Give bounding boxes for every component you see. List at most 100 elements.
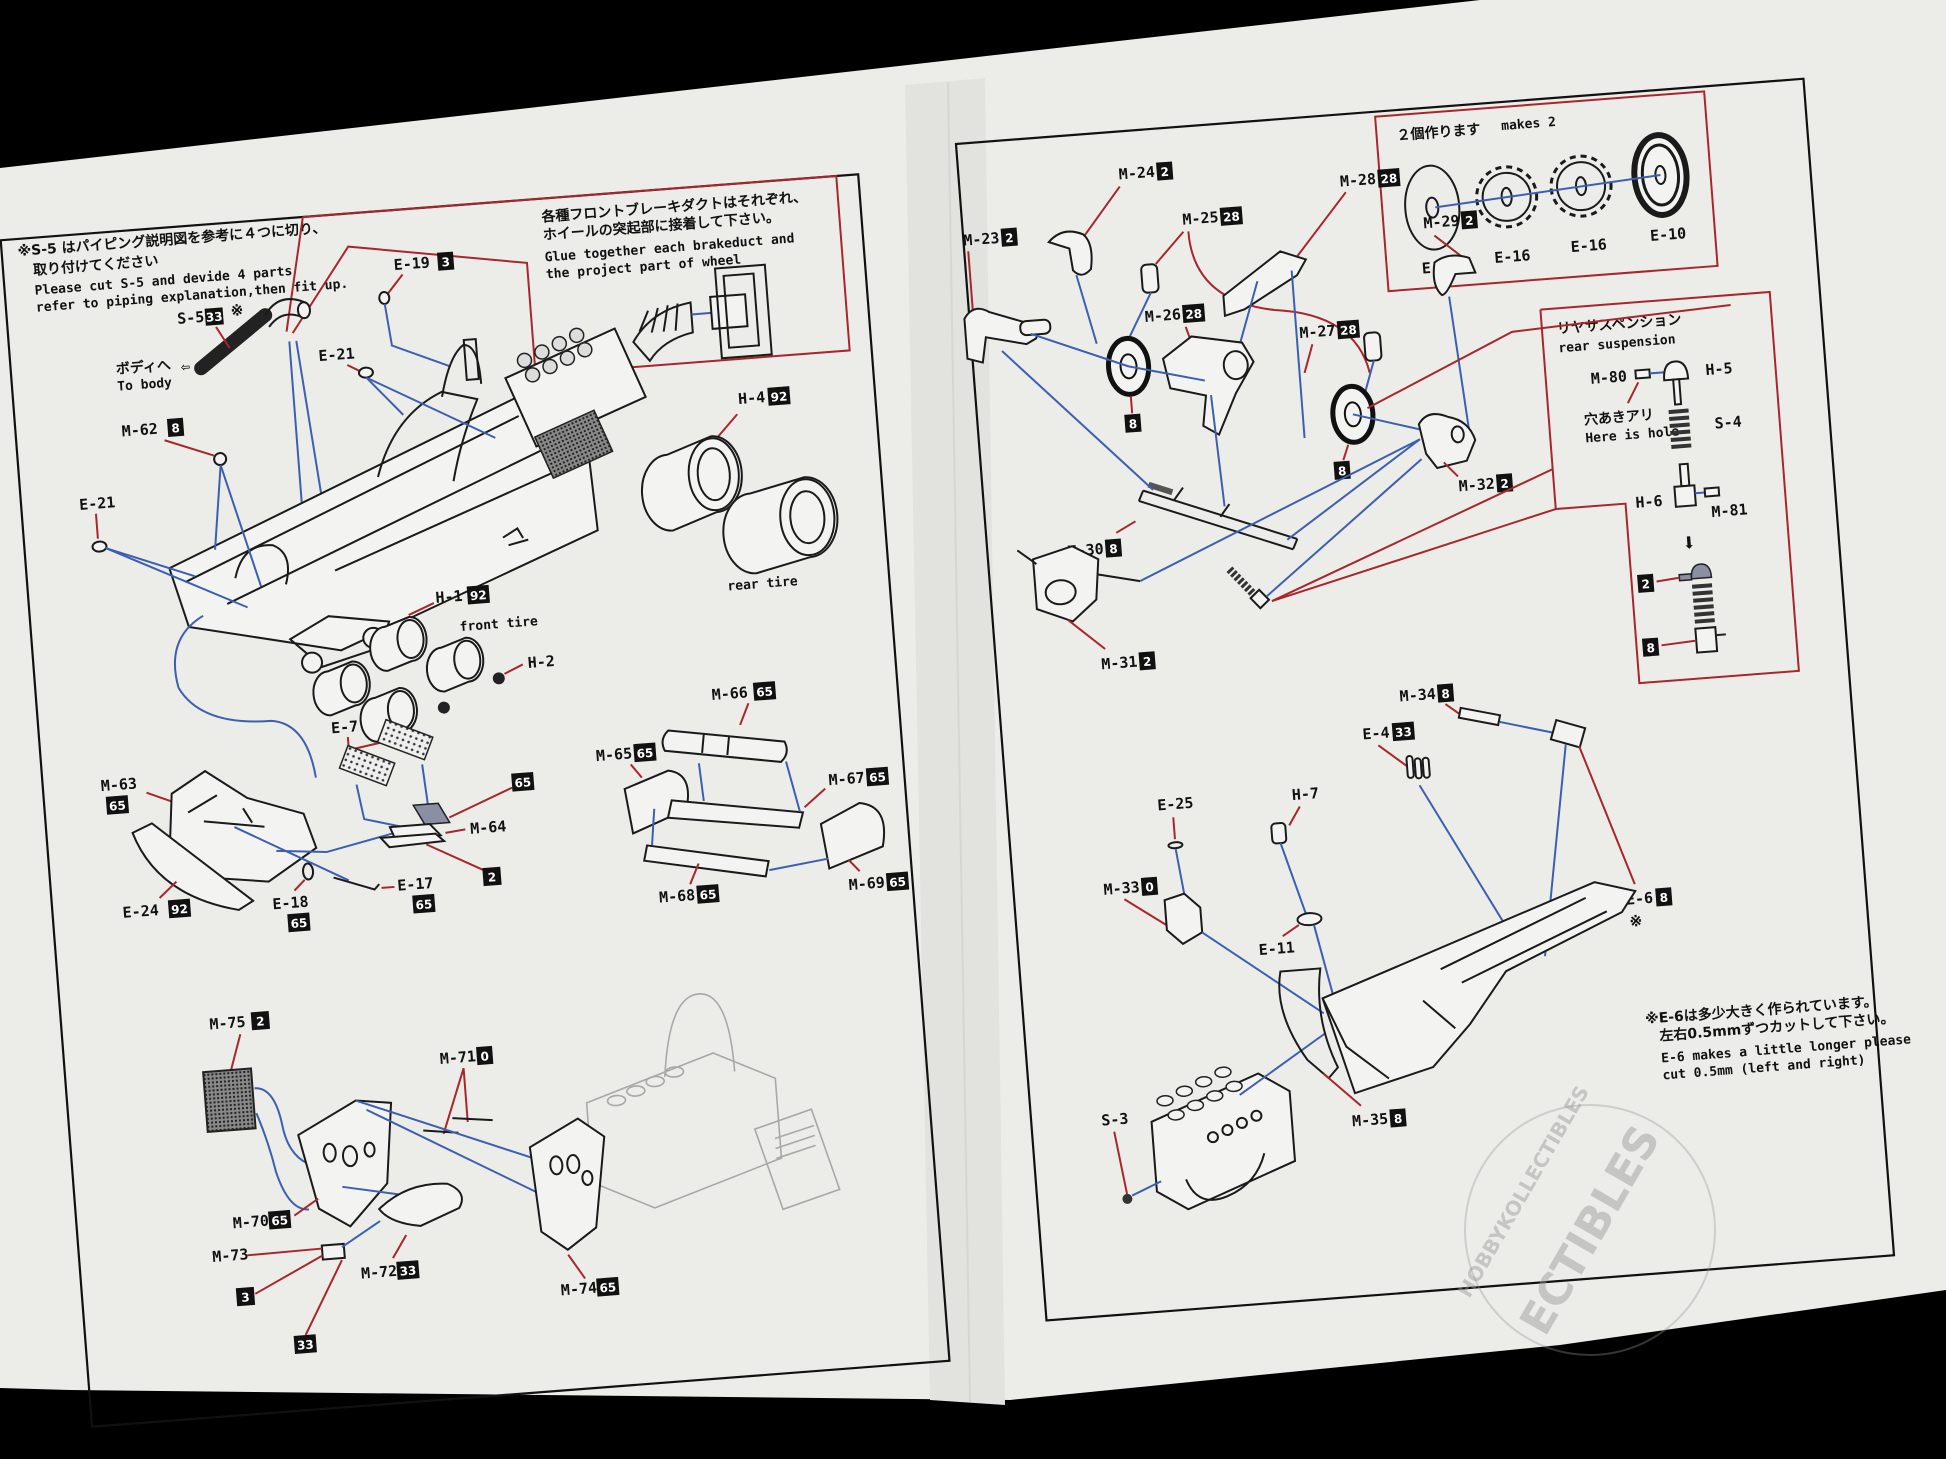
part-m68 (643, 844, 770, 878)
part-m74 (528, 1117, 606, 1251)
damper-part (1226, 566, 1271, 610)
label-m63: M-63 (100, 774, 137, 795)
badge-m72: 33 (399, 1263, 417, 1278)
badge-e6: 8 (1659, 891, 1668, 906)
part-m66 (661, 729, 788, 763)
label-h4: H-4 (737, 388, 765, 408)
part-e6 (1549, 718, 1587, 749)
badge-m73-a: 3 (241, 1290, 250, 1305)
part-m30-frame (1137, 481, 1299, 551)
label-s4: S-4 (1714, 413, 1742, 433)
badge-e17: 65 (415, 897, 433, 912)
part-e7-mesh-a (338, 744, 396, 787)
part-m27 (1363, 331, 1383, 362)
part-e21-upper (357, 366, 374, 379)
caption-rear-tire: rear tire (727, 574, 799, 594)
badge-m24: 2 (1160, 165, 1169, 180)
badge-m28: 28 (1380, 171, 1398, 186)
to-body-label: ボディへ To body ⇦ (115, 357, 190, 395)
badge-m34: 8 (1441, 687, 1450, 702)
label-m34: M-34 (1399, 685, 1436, 706)
part-e19 (378, 290, 391, 305)
badge-m32: 2 (1500, 477, 1509, 492)
label-m70: M-70 (232, 1212, 269, 1233)
label-m26: M-26 (1144, 305, 1181, 326)
part-h2-second (437, 701, 450, 714)
part-m33-tank (1163, 892, 1204, 946)
label-e7: E-7 (330, 717, 358, 737)
label-h2: H-2 (527, 652, 555, 672)
badge-m23: 2 (1005, 231, 1014, 246)
label-e11: E-11 (1258, 938, 1295, 959)
label-m80: M-80 (1590, 367, 1627, 388)
badge-m33: 0 (1145, 880, 1154, 895)
center-fold-line (947, 81, 971, 1403)
part-m25 (1140, 263, 1160, 294)
label-e25: E-25 (1157, 794, 1194, 815)
badge-disc-right: 8 (1338, 464, 1347, 479)
label-e21-upper: E-21 (318, 344, 355, 365)
part-m26 (1161, 335, 1255, 437)
chassis-drawing (168, 327, 648, 674)
part-h6 (1673, 484, 1697, 508)
label-m69: M-69 (848, 873, 885, 894)
badge-m29: 2 (1465, 213, 1474, 228)
label-m62: M-62 (121, 420, 158, 441)
badge-m64-top: 65 (514, 775, 532, 790)
part-s5: S-5 33 ※ (177, 298, 311, 376)
part-m24 (1047, 230, 1093, 276)
part-h5 (1663, 360, 1690, 382)
brake-label-e10-b: E-10 (1649, 224, 1686, 245)
label-m71: M-71 (439, 1047, 476, 1068)
label-m67: M-67 (828, 769, 865, 790)
label-h7: H-7 (1291, 784, 1319, 804)
brakeduct-callout-leader (285, 216, 304, 332)
chassis-tub (1321, 881, 1637, 1095)
part-m80 (1634, 368, 1652, 380)
badge-e18: 65 (290, 916, 308, 931)
disc-e10-plain (1404, 164, 1461, 251)
badge-m27: 28 (1340, 323, 1358, 338)
badge-shock-bottom: 8 (1646, 641, 1655, 656)
badge-h1: 92 (470, 588, 488, 603)
gear-e16-a (1475, 165, 1539, 229)
mark-e6: ※ (1629, 912, 1643, 931)
badge-m67: 65 (869, 770, 887, 785)
badge-m69: 65 (889, 875, 907, 890)
part-m81 (1703, 486, 1721, 498)
label-m33: M-33 (1103, 878, 1140, 899)
badge-m31: 2 (1143, 655, 1152, 670)
badge-shock-top: 2 (1641, 577, 1650, 592)
label-e4: E-4 (1362, 723, 1390, 743)
part-m64 (378, 802, 451, 849)
label-m24: M-24 (1118, 163, 1155, 184)
part-h7 (1270, 822, 1288, 845)
badge-m62: 8 (171, 421, 180, 436)
badge-m68: 65 (699, 887, 717, 902)
label-h6: H-6 (1635, 492, 1663, 512)
badge-disc-left: 8 (1128, 417, 1137, 432)
part-m23-upright (963, 307, 1052, 364)
part-s3 (1122, 1193, 1133, 1204)
badge-e24: 92 (171, 902, 189, 917)
badge-m26: 28 (1185, 307, 1203, 322)
arrow-down-icon: ⬇ (1681, 528, 1698, 557)
part-e4-pedals (1405, 754, 1431, 780)
label-s3: S-3 (1101, 1110, 1129, 1130)
badge-e19: 3 (441, 255, 450, 270)
brake-label-e16-b: E-16 (1570, 235, 1607, 256)
caption-front-tire: front tire (459, 614, 538, 635)
label-m65: M-65 (595, 744, 632, 765)
label-e19: E-19 (393, 253, 430, 274)
badge-m64-base: 2 (487, 870, 496, 885)
brake-box-frame (1374, 90, 1719, 293)
part-e21-lower (91, 540, 108, 553)
mark-s5: ※ (230, 301, 244, 320)
part-m35-rollhoop (1278, 967, 1340, 1080)
part-m75-radiator (202, 1067, 257, 1134)
label-m32: M-32 (1458, 475, 1495, 496)
label-m75: M-75 (209, 1013, 246, 1034)
right-page-frame (954, 77, 1896, 1322)
part-m73 (320, 1242, 346, 1261)
